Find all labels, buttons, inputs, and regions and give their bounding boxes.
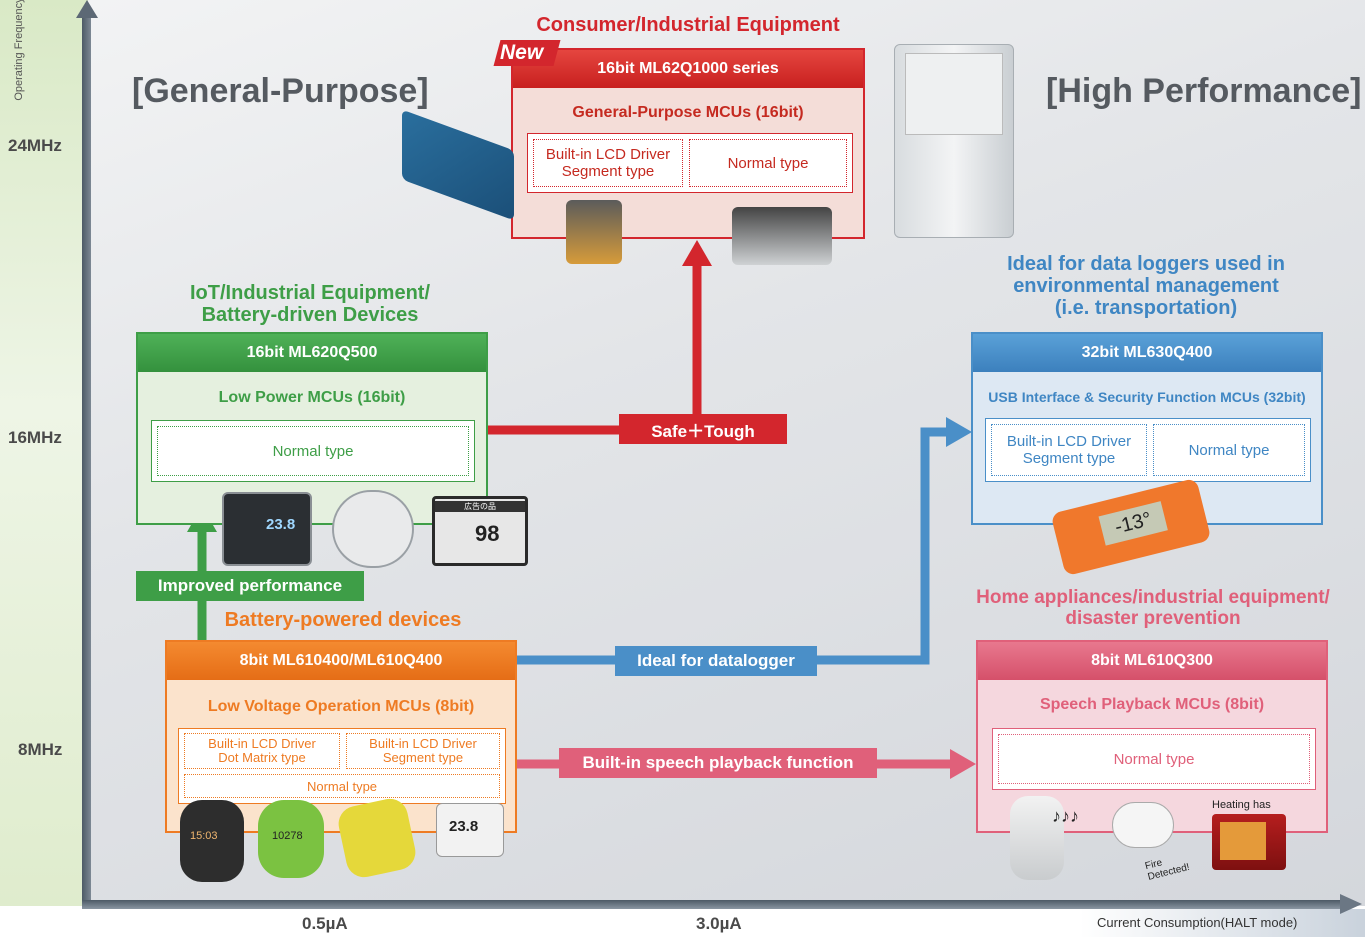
x-axis-label: Current Consumption(HALT mode)	[1097, 915, 1298, 930]
x-tick-0-5ua: 0.5µA	[302, 914, 348, 933]
datalogger-normal-type-box: Normal type	[1153, 424, 1305, 476]
battery-normal-type-box: Normal type	[184, 774, 500, 798]
consumer-caption: Consumer/Industrial Equipment	[536, 14, 840, 36]
datalogger-caption: Ideal for data loggers used in environme…	[1007, 253, 1285, 319]
battery-segment-box: Built-in LCD Driver Segment type	[346, 733, 500, 769]
power-drill-image	[566, 200, 622, 264]
improved-performance-tag: Improved performance	[136, 571, 364, 601]
microwave-oven-image	[1212, 814, 1286, 870]
x-axis-label-band	[1080, 909, 1365, 937]
oven-label: Heating has	[1212, 799, 1271, 811]
battery-card: 8bit ML610400/ML610Q400 Low Voltage Oper…	[165, 640, 517, 833]
iot-card: 16bit ML620Q500 Low Power MCUs (16bit) N…	[136, 332, 488, 525]
electric-meter-image	[332, 490, 414, 568]
y-axis-arrow-icon	[76, 0, 98, 18]
temperature-sensor-image: 23.8	[436, 803, 504, 857]
music-notes-icon: ♪♪♪	[1052, 806, 1079, 826]
speech-card-subtitle: Speech Playback MCUs (8bit)	[1039, 696, 1265, 713]
battery-card-subtitle: Low Voltage Operation MCUs (8bit)	[207, 698, 475, 715]
iot-normal-type-box: Normal type	[157, 426, 469, 476]
speech-normal-type-box: Normal type	[998, 734, 1310, 784]
datalogger-arrow-line	[517, 427, 950, 665]
smoke-detector-image	[1112, 802, 1174, 848]
consumer-normal-type-box: Normal type	[689, 139, 847, 187]
thermostat-reading: 23.8	[266, 516, 296, 533]
ideal-for-datalogger-tag: Ideal for datalogger	[615, 646, 817, 676]
speech-caption: Home appliances/industrial equipment/ di…	[976, 587, 1330, 629]
speech-arrowhead-icon	[950, 749, 976, 779]
datalogger-card-header: 32bit ML630Q400	[973, 334, 1321, 372]
iot-caption: IoT/Industrial Equipment/ Battery-driven…	[190, 282, 430, 326]
y-axis	[82, 14, 91, 909]
x-axis-arrow-icon	[1340, 894, 1362, 914]
y-tick-16mhz: 16MHz	[8, 428, 62, 447]
watch-reading: 15:03	[190, 830, 218, 842]
consumer-lcd-driver-box: Built-in LCD Driver Segment type	[533, 139, 683, 187]
safe-tough-arrow-line	[488, 264, 702, 435]
data-logger-reading: -13°	[1098, 501, 1168, 546]
battery-card-header: 8bit ML610400/ML610Q400	[167, 642, 515, 680]
safe-tough-tag: Safe＋Tough	[619, 414, 787, 444]
general-purpose-label: [General-Purpose]	[132, 72, 429, 110]
x-tick-3-0ua: 3.0µA	[696, 914, 742, 933]
battery-caption: Battery-powered devices	[224, 609, 462, 631]
datalogger-lcd-driver-box: Built-in LCD Driver Segment type	[991, 424, 1147, 476]
sensor-reading: 23.8	[449, 818, 479, 835]
iot-card-header: 16bit ML620Q500	[138, 334, 486, 372]
iot-card-subtitle: Low Power MCUs (16bit)	[218, 389, 406, 406]
cooktop-image	[732, 207, 832, 265]
consumer-card-header: 16bit ML62Q1000 series	[513, 50, 863, 88]
safe-tough-arrowhead-icon	[682, 240, 712, 266]
refrigerator-image	[894, 44, 1014, 238]
thermostat-image: 23.8	[222, 492, 312, 566]
price-tag-header: 広告の品	[435, 501, 525, 512]
electronic-price-tag-image: 広告の品 98	[432, 496, 528, 566]
y-tick-24mhz: 24MHz	[8, 136, 62, 155]
sports-watch-image: 15:03	[180, 800, 244, 882]
price-tag-value: 98	[475, 521, 500, 546]
y-axis-band	[0, 0, 88, 906]
speech-playback-tag: Built-in speech playback function	[559, 748, 877, 778]
smart-toilet-image	[1010, 796, 1064, 880]
refrigerator-door	[905, 53, 1003, 135]
pedometer-reading: 10278	[272, 830, 303, 842]
y-tick-8mhz: 8MHz	[18, 740, 63, 759]
oven-window	[1220, 822, 1266, 860]
speech-card-header: 8bit ML610Q300	[978, 642, 1326, 680]
pedometer-image: 10278	[258, 800, 324, 878]
high-performance-label: [High Performance]	[1046, 72, 1362, 110]
x-axis	[82, 900, 1350, 909]
datalogger-arrowhead-icon	[946, 417, 972, 447]
battery-dot-matrix-box: Built-in LCD Driver Dot Matrix type	[184, 733, 340, 769]
datalogger-card-subtitle: USB Interface & Security Function MCUs (…	[988, 389, 1306, 405]
digital-clock-image	[335, 795, 419, 881]
new-badge-label: New	[500, 41, 544, 64]
consumer-card-subtitle: General-Purpose MCUs (16bit)	[572, 104, 804, 121]
